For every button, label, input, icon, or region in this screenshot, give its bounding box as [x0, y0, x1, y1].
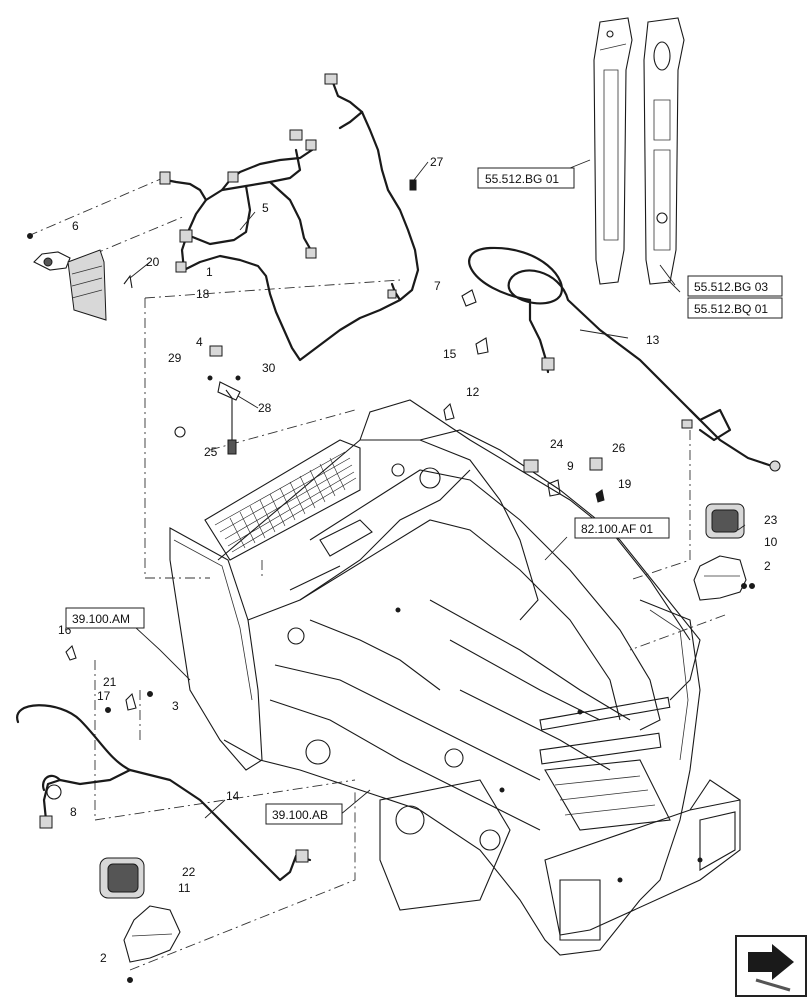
callout-21: 21	[103, 675, 117, 689]
small-parts-cluster	[443, 289, 605, 503]
part-28-sensor	[174, 345, 241, 455]
callout-19: 19	[618, 477, 632, 491]
ref-39-100-am[interactable]: 39.100.AM	[72, 612, 130, 626]
wire-tie-27	[409, 179, 417, 191]
callout-28: 28	[258, 401, 272, 415]
chassis-frame	[169, 399, 741, 956]
callout-30: 30	[262, 361, 276, 375]
part-6-connector-clip	[27, 233, 71, 271]
callout-22: 22	[182, 865, 196, 879]
callout-1: 1	[206, 265, 213, 279]
ref-55-512-bg-03[interactable]: 55.512.BG 03	[694, 280, 768, 294]
callout-15: 15	[443, 347, 457, 361]
ref-82-100-af-01[interactable]: 82.100.AF 01	[581, 522, 653, 536]
callouts: 1 2 3 4 5 6 7 8 9 10 11 12 13 14 15 16 1…	[58, 155, 778, 965]
callout-13: 13	[646, 333, 660, 347]
ref-39-100-ab[interactable]: 39.100.AB	[272, 808, 328, 822]
leader-lines	[129, 159, 746, 819]
callout-6: 6	[72, 219, 79, 233]
assembly-lines	[27, 174, 726, 971]
callout-25: 25	[204, 445, 218, 459]
callout-24: 24	[550, 437, 564, 451]
armrest-panels	[593, 17, 685, 285]
callout-7: 7	[434, 279, 441, 293]
callout-29: 29	[168, 351, 182, 365]
ref-55-512-bg-01[interactable]: 55.512.BG 01	[485, 172, 559, 186]
callout-18: 18	[196, 287, 210, 301]
wiring-harness-14	[16, 704, 312, 882]
callout-10: 10	[764, 535, 778, 549]
callout-8: 8	[70, 805, 77, 819]
callout-27: 27	[430, 155, 444, 169]
work-light-23	[693, 503, 747, 601]
callout-20: 20	[146, 255, 160, 269]
callout-3: 3	[172, 699, 179, 713]
callout-23: 23	[764, 513, 778, 527]
callout-2-lower: 2	[100, 951, 107, 965]
callout-2: 2	[764, 559, 771, 573]
reference-labels[interactable]: 55.512.BG 01 55.512.BG 03 55.512.BQ 01 8…	[65, 167, 783, 825]
part-20-cover	[67, 249, 133, 321]
wiring-harness-main	[159, 73, 420, 362]
callout-11: 11	[178, 881, 191, 895]
work-light-22	[99, 857, 181, 983]
wiring-harness-13	[468, 246, 781, 472]
small-parts-left	[65, 583, 755, 713]
callout-26: 26	[612, 441, 626, 455]
callout-5: 5	[262, 201, 269, 215]
callout-14: 14	[226, 789, 240, 803]
callout-12: 12	[466, 385, 480, 399]
callout-4: 4	[196, 335, 203, 349]
ref-55-512-bq-01[interactable]: 55.512.BQ 01	[694, 302, 768, 316]
callout-17: 17	[97, 689, 111, 703]
next-page-arrow-icon[interactable]	[735, 935, 807, 997]
callout-9: 9	[567, 459, 574, 473]
